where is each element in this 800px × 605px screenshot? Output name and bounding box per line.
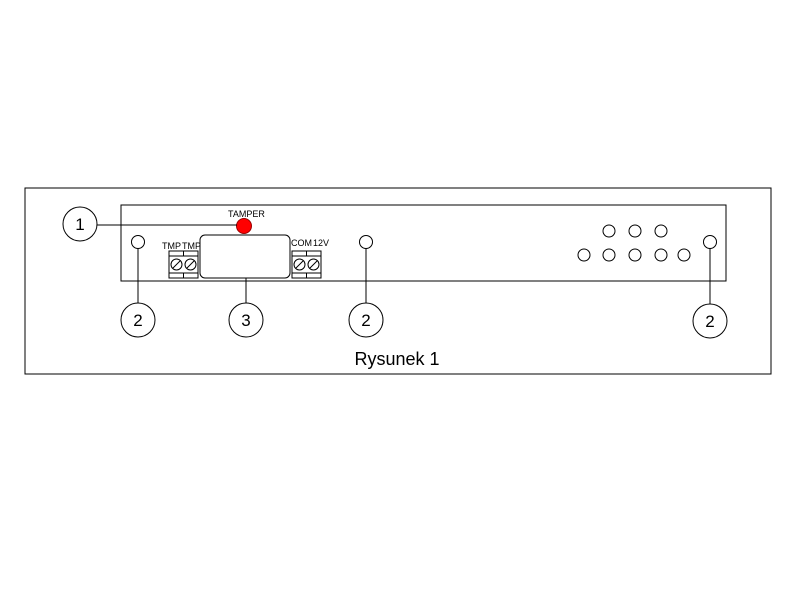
callout-2-center-number: 2 — [361, 311, 370, 330]
mounting-hole-right — [703, 235, 717, 249]
mounting-hole-left — [131, 235, 145, 249]
callout-2-right: 2 — [692, 303, 728, 339]
led-hole — [577, 248, 591, 262]
outer-frame — [24, 187, 772, 375]
tamper-switch-housing — [199, 234, 291, 279]
led-hole — [602, 224, 616, 238]
callout-2-left-number: 2 — [133, 311, 142, 330]
callout-2-right-number: 2 — [705, 312, 714, 331]
figure-caption: Rysunek 1 — [354, 349, 439, 369]
mounting-hole-center — [359, 235, 373, 249]
callout-2-center: 2 — [348, 302, 384, 338]
tamper-label: TAMPER — [228, 209, 265, 219]
led-hole-group — [577, 224, 691, 262]
callout-3-number: 3 — [241, 311, 250, 330]
callout-1: 1 — [62, 206, 98, 242]
tamper-led — [236, 218, 252, 234]
power-terminal-block — [291, 250, 322, 279]
led-hole — [654, 224, 668, 238]
callout-1-number: 1 — [75, 215, 84, 234]
led-hole — [628, 224, 642, 238]
12v-label: 12V — [313, 238, 329, 248]
tmp-left-label: TMP — [162, 241, 181, 251]
tmp-right-label: TMP — [182, 241, 201, 251]
led-hole — [677, 248, 691, 262]
com-label: COM — [291, 238, 312, 248]
callout-3: 3 — [228, 302, 264, 338]
callout-2-left: 2 — [120, 302, 156, 338]
device-panel — [120, 204, 727, 282]
led-hole — [628, 248, 642, 262]
led-hole — [654, 248, 668, 262]
led-hole — [602, 248, 616, 262]
tmp-terminal-block — [168, 250, 199, 279]
